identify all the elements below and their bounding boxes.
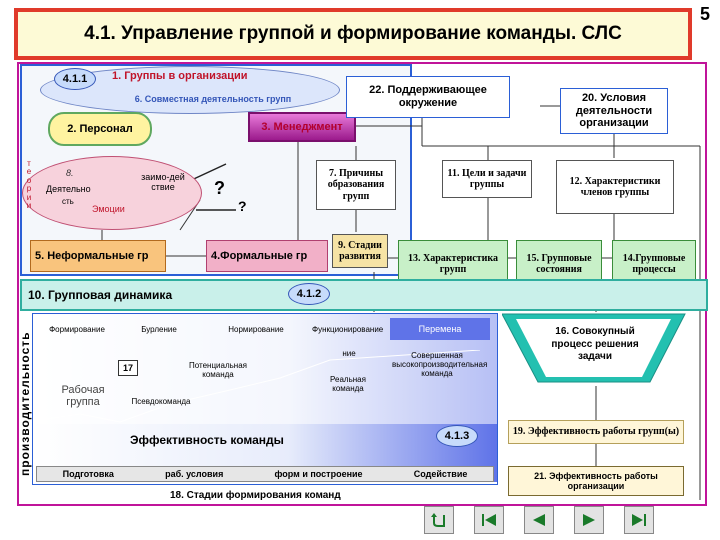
question-mark: ? <box>238 198 247 214</box>
group-dynamics-band <box>20 279 708 311</box>
activity-label: Деятельно <box>46 184 91 194</box>
emotions-label: Эмоции <box>92 204 125 214</box>
stage-17-box: 17 <box>118 360 138 376</box>
perfect-team-label: Совершенная высокопроизводительная коман… <box>392 351 488 378</box>
working-group-label: Рабочая группа <box>61 384 105 408</box>
stage-performing: Функционирование <box>312 325 384 334</box>
prev-icon <box>533 514 545 526</box>
productivity-axis-label: производительность <box>18 331 32 477</box>
step-support: Содействие <box>413 469 468 479</box>
team-efficiency-label: Эффективность команды <box>130 433 284 447</box>
potential-team-label: Потенциальная команда <box>189 361 247 379</box>
member-traits-box[interactable]: 12. Характеристики членов группы <box>556 160 674 214</box>
return-icon <box>431 513 445 527</box>
causes-box[interactable]: 7. Причины образования групп <box>316 160 396 210</box>
real-team-label: Реальная команда <box>330 375 366 393</box>
page-number: 5 <box>700 4 711 24</box>
conditions-box[interactable]: 20. Условия деятельности организации <box>560 88 668 134</box>
return-button[interactable] <box>424 506 454 534</box>
org-effectiveness-box[interactable]: 21. Эффективность работы организации <box>508 466 684 496</box>
theory-letter: е <box>26 167 32 177</box>
step-preparation: Подготовка <box>62 469 114 479</box>
joint-activity-label: 6. Совместная деятельность групп <box>134 94 292 104</box>
group-dynamics-label: 10. Групповая динамика <box>28 288 173 302</box>
question-mark: ? <box>214 178 225 198</box>
st-label: сть <box>62 197 74 206</box>
theory-letter: и <box>26 192 32 202</box>
theory-letter: и <box>26 200 32 210</box>
group-effectiveness-box[interactable]: 19. Эффективность работы групп(ы) <box>508 420 684 444</box>
theories-vertical: т е о р и и <box>24 159 34 210</box>
supporting-env-box[interactable]: 22. Поддерживающее окружение <box>346 76 510 118</box>
step-work-conditions: раб. условия <box>165 469 224 479</box>
formal-groups-box[interactable]: 4.Формальные гр <box>206 240 328 272</box>
stage-change: Перемена <box>390 318 490 340</box>
performance-curve <box>40 350 481 423</box>
pseudo-team-label: Псевдокоманда <box>131 397 191 406</box>
informal-groups-box[interactable]: 5. Неформальные гр <box>30 240 166 272</box>
development-stages-box[interactable]: 9. Стадии развития <box>332 234 388 268</box>
personnel-box[interactable]: 2. Персонал <box>48 112 152 146</box>
theory-letter: о <box>26 175 32 185</box>
goals-box[interactable]: 11. Цели и задачи группы <box>442 160 532 198</box>
preparation-steps-row: Подготовка раб. условия форм и построени… <box>36 466 494 482</box>
last-button[interactable] <box>624 506 654 534</box>
groups-in-org-label: 1. Группы в организации <box>112 70 248 82</box>
nie-label: ние <box>342 349 356 358</box>
ellipse-8-label: 8. <box>66 168 74 178</box>
prev-button[interactable] <box>524 506 554 534</box>
team-stages-caption: 18. Стадии формирования команд <box>170 490 341 501</box>
next-icon <box>583 514 595 526</box>
stage-forming: Формирование <box>49 325 105 334</box>
joint-process-funnel <box>502 313 686 383</box>
theory-letter: р <box>26 184 32 194</box>
stage-storming: Бурление <box>141 325 177 334</box>
section-id-4-1-3[interactable]: 4.1.3 <box>436 425 478 447</box>
last-icon <box>632 514 646 526</box>
section-id-4-1-2[interactable]: 4.1.2 <box>288 283 330 305</box>
slide-title: 4.1. Управление группой и формирование к… <box>14 8 692 60</box>
interaction-label: заимо-дей ствие <box>141 172 185 192</box>
step-forming-building: форм и построение <box>274 469 363 479</box>
first-icon <box>482 514 496 526</box>
theory-letter: т <box>27 159 31 168</box>
joint-process-label[interactable]: 16. Совокупный процесс решения задачи <box>551 326 639 362</box>
first-button[interactable] <box>474 506 504 534</box>
management-box[interactable]: 3. Менеджмент <box>248 112 356 142</box>
next-button[interactable] <box>574 506 604 534</box>
stage-norming: Нормирование <box>228 325 284 334</box>
section-id-4-1-1[interactable]: 4.1.1 <box>54 68 96 90</box>
interaction-ellipse <box>22 156 202 230</box>
